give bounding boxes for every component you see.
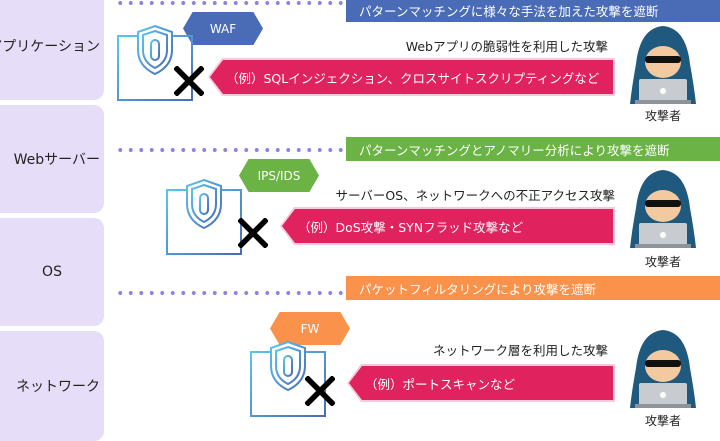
attack-description: サーバーOS、ネットワークへの不正アクセス攻撃 [335, 188, 615, 203]
layer-boundary-dots [115, 1, 345, 5]
banner-text: パターンマッチングとアノマリー分析により攻撃を遮断 [359, 142, 670, 158]
attack-example: （例）DoS攻撃・SYNフラッド攻撃など [280, 207, 615, 245]
attacker-label: 攻撃者 [644, 414, 681, 428]
layer-webserver: Webサーバー [0, 105, 104, 213]
firewall-icon [166, 178, 242, 255]
layer-label: Webサーバー [13, 152, 100, 168]
firewall-icon [117, 24, 193, 101]
banner-text: パケットフィルタリングにより攻撃を遮断 [359, 281, 597, 297]
attacker-label: 攻撃者 [644, 255, 681, 269]
fw-banner: パケットフィルタリングにより攻撃を遮断 [346, 276, 720, 300]
attacker-icon [630, 330, 696, 408]
layer-os: OS [0, 218, 104, 326]
layer-network: ネットワーク [0, 331, 104, 441]
layer-label: アプリケーション [0, 39, 100, 55]
layer-boundary-dots [115, 148, 345, 152]
fw-tag: FW [270, 312, 350, 345]
tag-text: FW [300, 321, 320, 336]
layer-label: ネットワーク [16, 379, 100, 395]
tag-text: WAF [209, 21, 237, 36]
ips-ids-tag: IPS/IDS [239, 159, 319, 192]
block-x-icon [238, 218, 268, 248]
block-x-icon [305, 376, 335, 406]
layer-application: アプリケーション [0, 0, 104, 100]
banner-text: パターンマッチングに様々な手法を加えた攻撃を遮断 [359, 3, 659, 19]
attack-example: （例）ポートスキャンなど [347, 364, 615, 402]
attack-description: Webアプリの脆弱性を利用した攻撃 [405, 39, 608, 54]
waf-tag: WAF [183, 12, 263, 45]
attack-example-text: （例）DoS攻撃・SYNフラッド攻撃など [282, 209, 613, 243]
attack-description: ネットワーク層を利用した攻撃 [432, 343, 608, 358]
tag-text: IPS/IDS [257, 168, 301, 183]
attack-example-text: （例）SQLインジェクション、クロスサイトスクリプティングなど [210, 60, 613, 94]
attacker-icon [630, 170, 696, 248]
layer-label: OS [42, 264, 62, 280]
attacker-label: 攻撃者 [644, 109, 681, 123]
ips-banner: パターンマッチングとアノマリー分析により攻撃を遮断 [346, 137, 720, 161]
attack-example: （例）SQLインジェクション、クロスサイトスクリプティングなど [208, 58, 615, 96]
attack-example-text: （例）ポートスキャンなど [349, 366, 613, 400]
waf-banner: パターンマッチングに様々な手法を加えた攻撃を遮断 [346, 0, 720, 22]
block-x-icon [174, 66, 204, 96]
attacker-icon [630, 26, 696, 104]
firewall-icon [250, 340, 326, 417]
layer-boundary-dots [115, 291, 345, 295]
